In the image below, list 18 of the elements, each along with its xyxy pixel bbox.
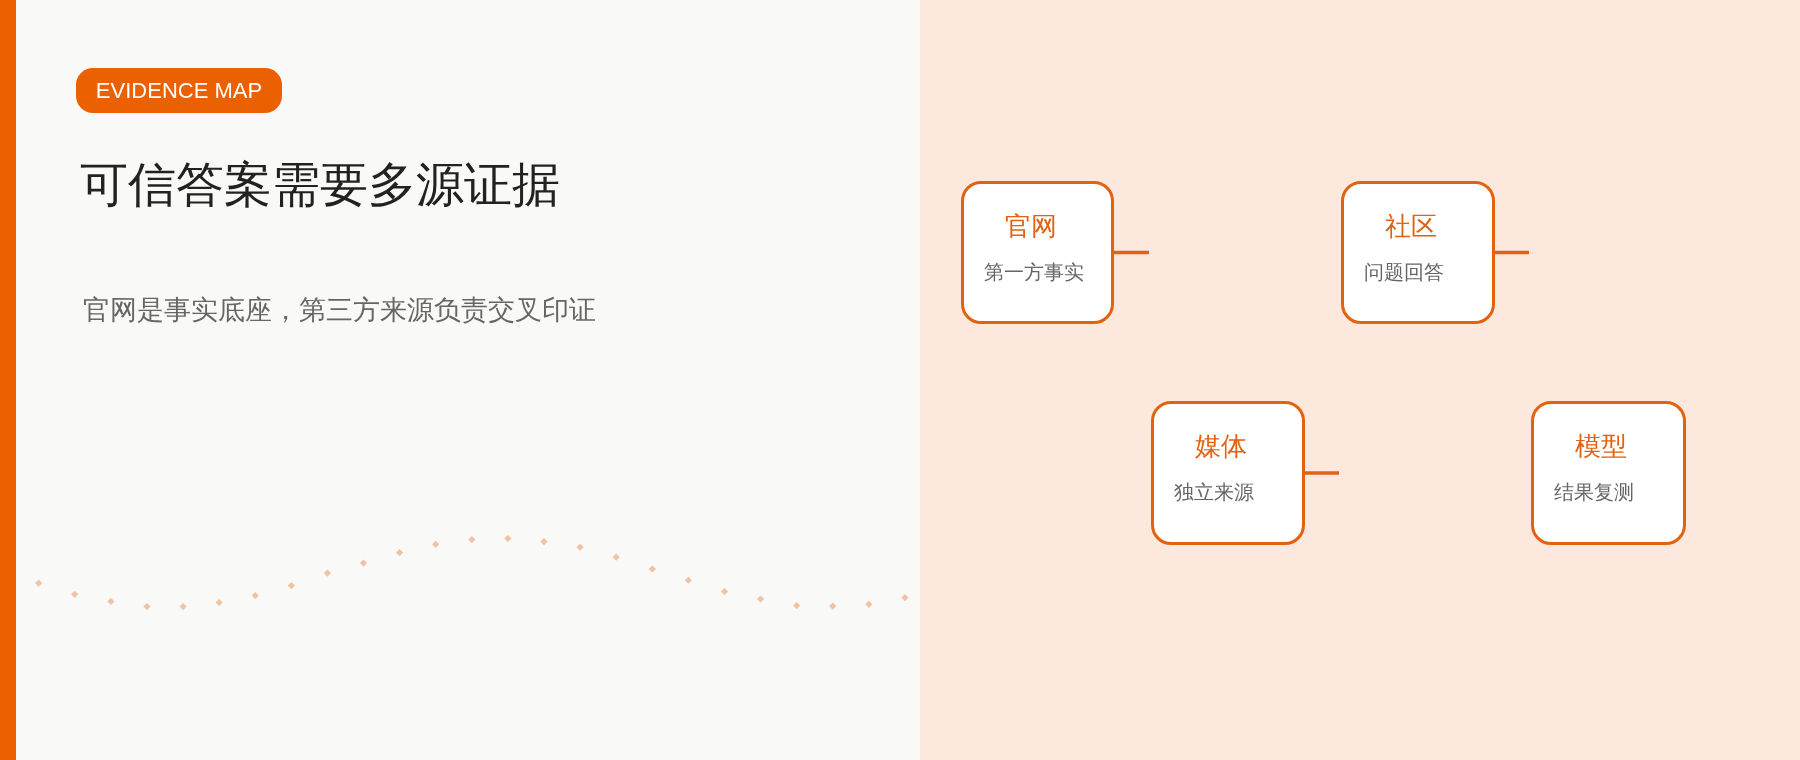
card-description: 问题回答 [1364,260,1444,285]
card-description: 第一方事实 [984,260,1084,285]
connector-line [1305,471,1339,475]
connector-line [1495,250,1529,255]
subtitle: 官网是事实底座，第三方来源负责交叉印证 [83,294,596,327]
card-title: 媒体 [1195,431,1247,462]
connector-line [1114,250,1149,255]
category-tag: EVIDENCE MAP [76,68,282,113]
card-description: 结果复测 [1554,480,1634,505]
card-title: 官网 [1005,211,1057,242]
card-title: 社区 [1385,211,1437,242]
source-card [1341,181,1495,324]
card-title: 模型 [1575,431,1627,462]
card-description: 独立来源 [1174,480,1254,505]
source-card [1531,401,1686,545]
source-card [961,181,1114,324]
slide-title: 可信答案需要多源证据 [80,157,560,213]
source-card [1151,401,1305,545]
